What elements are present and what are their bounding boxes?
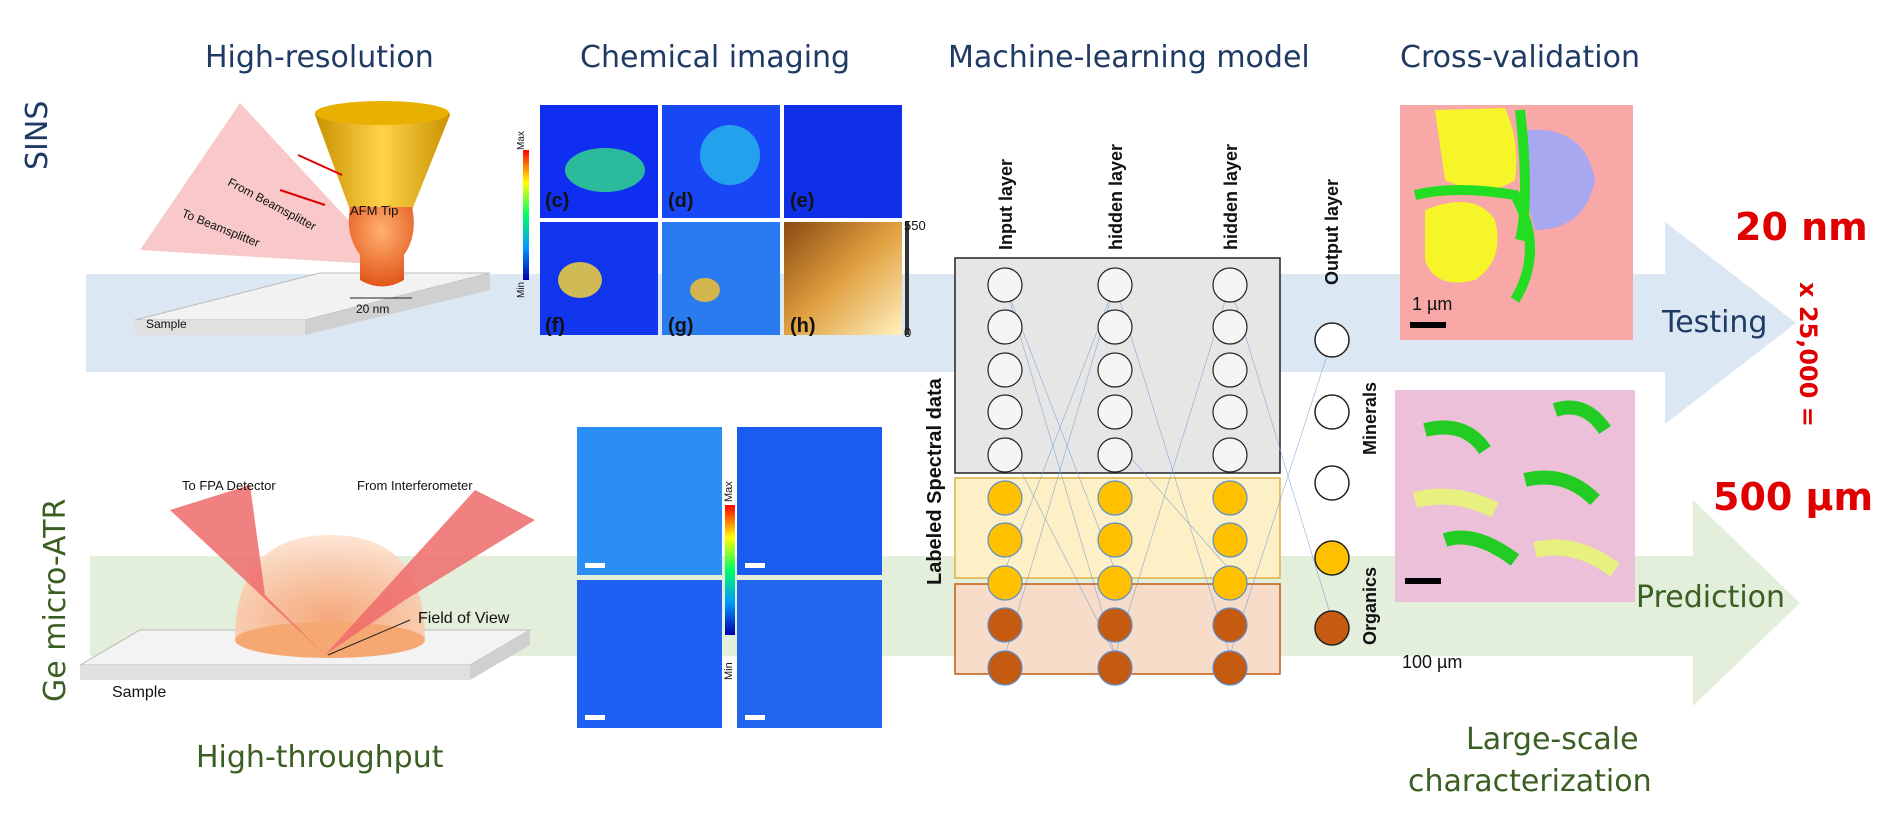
- sins-green-network: [1413, 109, 1535, 303]
- map-g-feature: [690, 278, 720, 302]
- resolution-ratio: x 25,000 =: [1794, 282, 1822, 427]
- atr-sample-side: [470, 630, 530, 680]
- fov-pointer: [327, 619, 411, 656]
- map-f-feature: [558, 262, 602, 298]
- testing-arrow: [86, 222, 1796, 424]
- topo-min-label: 0: [904, 325, 912, 340]
- labeled-data-label: Labeled Spectral data: [924, 378, 946, 585]
- from-interferometer-label: From Interferometer: [357, 478, 473, 493]
- resolution-500um: 500 µm: [1713, 475, 1874, 519]
- hidden-layer-2-label: hidden layer: [1221, 143, 1241, 250]
- panel-label-g: (g): [668, 315, 694, 337]
- beam-arrow-out: [279, 189, 326, 206]
- sins-yellow-region-2: [1425, 202, 1498, 283]
- sins-setup: [134, 101, 491, 335]
- atr-colorbar-max-label: Max: [723, 481, 735, 502]
- scalebar-100um: [1405, 578, 1441, 584]
- hidden-layer-2-nodes: [1212, 267, 1248, 686]
- ge-crystal-base: [235, 622, 425, 658]
- panel-label-d: (d): [668, 190, 694, 212]
- atr-scalebar-1: [585, 563, 605, 568]
- colorbar-max-label: Max: [516, 131, 527, 150]
- validation-maps: [1395, 105, 1635, 602]
- output-layer-label: Output layer: [1322, 178, 1342, 285]
- to-detector-label: To FPA Detector: [182, 478, 276, 493]
- row-label-sins: SINS: [20, 100, 55, 170]
- atr-sample-label: Sample: [112, 684, 167, 701]
- map-c-feature: [565, 148, 645, 192]
- atr-sample-front: [80, 665, 470, 680]
- header-high-throughput: High-throughput: [196, 740, 444, 775]
- topo-colorbar: [905, 222, 909, 335]
- header-characterization: characterization: [1408, 764, 1652, 799]
- atr-yellow-patches: [1413, 488, 1620, 577]
- sins-sample-label: Sample: [146, 317, 187, 331]
- detector-beam: [170, 485, 325, 655]
- input-layer-label: Input layer: [996, 158, 1016, 250]
- header-high-resolution: High-resolution: [205, 40, 434, 75]
- atr-scalebar-2: [745, 563, 765, 568]
- row-label-ge-atr: Ge micro-ATR: [38, 498, 73, 702]
- map-d-feature: [700, 125, 760, 185]
- sins-colorbar: [523, 150, 529, 280]
- afm-tip-cone: [315, 103, 450, 210]
- minerals-label: Minerals: [1360, 381, 1380, 455]
- header-large-scale: Large-scale: [1466, 722, 1639, 757]
- sins-yellow-region-1: [1435, 108, 1517, 190]
- map-panel-e: [784, 105, 902, 218]
- hidden-layer-1-nodes: [1097, 267, 1133, 686]
- atr-chemical-maps: [577, 427, 882, 728]
- atr-scalebar-3: [585, 715, 605, 720]
- connections: [1004, 284, 1333, 656]
- scale-label-100um: 100 µm: [1402, 652, 1463, 672]
- scalebar-1um: [1410, 322, 1446, 328]
- ir-beam-cone: [140, 103, 390, 265]
- organics-label: Organics: [1360, 566, 1380, 645]
- scale-label-1um: 1 µm: [1412, 294, 1453, 314]
- atr-map-1: [577, 427, 722, 575]
- topo-max-label: 550: [904, 218, 926, 233]
- panel-label-c: (c): [545, 190, 570, 212]
- atr-map-3: [577, 580, 722, 728]
- neural-network: [954, 257, 1350, 686]
- sins-purple-region: [1523, 129, 1595, 230]
- atr-green-patches: [1423, 400, 1611, 566]
- afm-tip-top: [315, 101, 449, 125]
- afm-tip-apex: [348, 207, 414, 287]
- tip-scale-label: 20 nm: [356, 302, 390, 316]
- atr-scalebar-4: [745, 715, 765, 720]
- atr-map-2: [737, 427, 882, 575]
- header-cross-validation: Cross-validation: [1400, 40, 1640, 75]
- map-panel-g: [662, 222, 780, 335]
- header-ml-model: Machine-learning model: [948, 40, 1310, 75]
- afm-tip-label: AFM Tip: [350, 203, 399, 218]
- sample-plate-side: [305, 273, 490, 335]
- interferometer-beam: [325, 490, 535, 655]
- sample-plate-front: [135, 320, 305, 335]
- atr-map-4: [737, 580, 882, 728]
- atr-setup: [80, 485, 535, 680]
- beam-arrow-in: [297, 154, 343, 176]
- panel-label-h: (h): [790, 315, 816, 337]
- hidden-layer-1-label: hidden layer: [1106, 143, 1126, 250]
- resolution-20nm: 20 nm: [1735, 205, 1868, 249]
- colorbar-min-label: Min: [516, 281, 527, 298]
- panel-label-e: (e): [790, 190, 815, 212]
- prediction-label: Prediction: [1636, 580, 1786, 615]
- prediction-arrow: [90, 500, 1800, 706]
- atr-colorbar-min-label: Min: [723, 662, 735, 680]
- testing-label: Testing: [1662, 305, 1768, 340]
- panel-label-f: (f): [545, 315, 565, 337]
- map-panel-h: [784, 222, 902, 335]
- atr-colorbar: [725, 505, 735, 635]
- sins-chemical-maps: [523, 105, 909, 335]
- field-of-view-label: Field of View: [418, 610, 510, 627]
- input-layer-nodes: [987, 267, 1023, 686]
- output-layer-nodes: [1314, 322, 1350, 646]
- header-chemical-imaging: Chemical imaging: [580, 40, 851, 75]
